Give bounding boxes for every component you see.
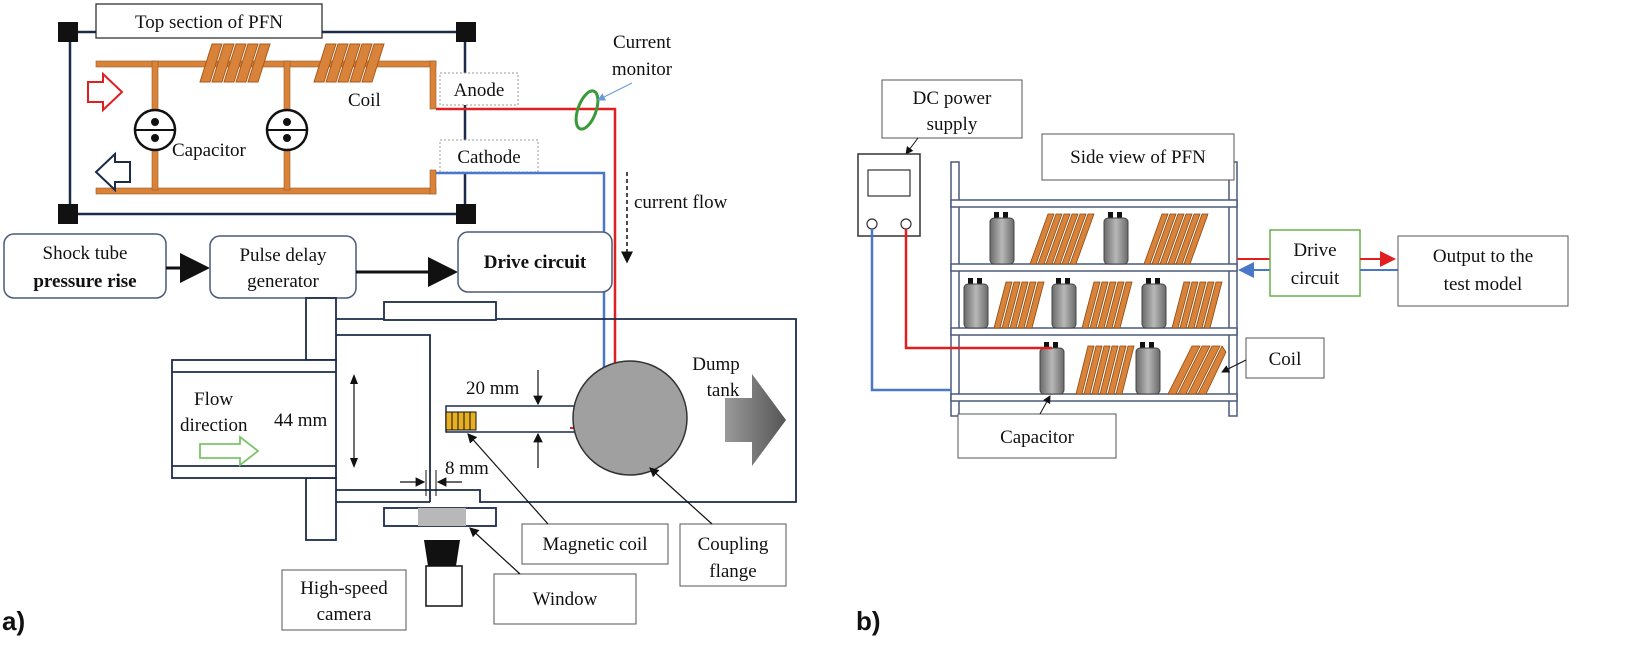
dump-tank-label-2: tank <box>707 380 740 401</box>
camera-callout-box <box>281 569 407 631</box>
current-monitor-icon <box>574 89 600 131</box>
dim-20-label: 20 mm <box>466 378 520 399</box>
pfn-coil-label: Coil <box>348 90 381 111</box>
shock-tube-label-2: pressure rise <box>33 271 136 292</box>
window-label: Window <box>533 589 598 610</box>
coupling-flange-label-1: Coupling <box>698 534 769 555</box>
dc-power-supply-icon <box>857 153 921 237</box>
side-view-callout-box <box>1041 133 1235 181</box>
dc-red-wire <box>904 229 1052 350</box>
magnetic-coil-icon <box>445 411 477 431</box>
dc-power-callout-box <box>881 79 1023 139</box>
rack-capacitor <box>1039 342 1065 395</box>
pfn-capacitor-1 <box>133 108 177 152</box>
dc-blue-wire <box>870 229 951 392</box>
shock-tube-box <box>3 233 167 299</box>
coupling-flange-disc <box>572 360 688 476</box>
output-label-2: test model <box>1444 274 1523 295</box>
dump-tank-label-1: Dump <box>692 354 740 375</box>
rack-capacitor <box>963 278 989 329</box>
rack-capacitor <box>1141 278 1167 329</box>
rack-coil <box>1029 213 1095 265</box>
drive-circuit-label-b-2: circuit <box>1291 268 1340 289</box>
blue-out-arrow <box>94 151 131 193</box>
window-callout-box <box>493 573 637 625</box>
rack-coil <box>1167 345 1227 395</box>
drive-circuit-box-b <box>1269 229 1361 297</box>
cathode-box <box>439 139 539 173</box>
shelf-2-items <box>963 278 1223 329</box>
pfn-title-box <box>95 3 323 39</box>
pfn-bus-bars <box>95 60 437 195</box>
current-monitor-label-2: monitor <box>612 59 673 80</box>
shock-tube-assembly <box>171 297 797 541</box>
capacitor-pointer-b <box>1039 395 1051 415</box>
magnetic-coil-label: Magnetic coil <box>543 534 648 555</box>
coil-callout-box-b <box>1245 337 1325 379</box>
magnetic-coil-pointer <box>467 433 549 525</box>
coupling-flange-label-2: flange <box>709 561 756 582</box>
pfn-capacitor-2 <box>265 108 309 152</box>
drive-circuit-label-a: Drive circuit <box>484 252 587 273</box>
camera-icon <box>424 540 463 607</box>
rack-coil <box>1143 213 1209 265</box>
output-label-1: Output to the <box>1433 246 1533 267</box>
capacitor-label-b: Capacitor <box>1000 427 1075 448</box>
current-monitor-label-1: Current <box>613 32 672 53</box>
rack-coil <box>1075 345 1135 395</box>
pfn-coil-1 <box>199 43 271 83</box>
rack-coil <box>1081 281 1133 329</box>
pfn-capacitor-label: Capacitor <box>172 140 247 161</box>
flow-direction-label-2: direction <box>180 415 248 436</box>
rack-coil <box>993 281 1045 329</box>
dim-44-arrow-bottom <box>350 458 358 468</box>
dump-tank-arrow <box>725 374 786 466</box>
shelf-3-items <box>1039 342 1227 395</box>
shock-tube-label-1: Shock tube <box>43 243 128 264</box>
rack-capacitor <box>989 212 1015 265</box>
coupling-flange-pointer <box>649 467 713 525</box>
coil-pointer-b <box>1221 359 1247 373</box>
panel-a-tag: a) <box>2 606 25 636</box>
window-pointer <box>469 527 521 575</box>
window-glass <box>418 508 466 526</box>
pulse-delay-label-2: generator <box>247 271 319 292</box>
drive-circuit-label-b-1: Drive <box>1293 240 1336 261</box>
coupling-flange-callout-box <box>679 523 787 587</box>
anode-label: Anode <box>454 80 505 101</box>
dim-44-arrow-top <box>350 374 358 384</box>
dc-power-label-2: supply <box>927 114 978 135</box>
current-flow-label: current flow <box>634 192 728 213</box>
camera-label-2: camera <box>317 604 372 625</box>
red-in-arrow <box>87 71 124 113</box>
pfn-title: Top section of PFN <box>135 12 283 33</box>
pfn-rack <box>950 161 1238 417</box>
drive-circuit-box-a <box>457 231 613 293</box>
rack-coil <box>1171 281 1223 329</box>
flow-direction-label-1: Flow <box>194 389 233 410</box>
cathode-label: Cathode <box>457 147 520 168</box>
shelf-1-items <box>989 212 1209 265</box>
camera-label-1: High-speed <box>300 578 388 599</box>
coil-label-b: Coil <box>1269 349 1302 370</box>
flow-direction-arrow <box>199 435 260 467</box>
side-view-label: Side view of PFN <box>1070 147 1206 168</box>
dc-power-label-1: DC power <box>913 88 992 109</box>
panel-b-tag: b) <box>856 606 881 636</box>
magnetic-coil-callout-box <box>521 523 669 565</box>
dc-power-pointer <box>905 137 919 155</box>
anode-box <box>439 72 519 106</box>
pulse-delay-box <box>209 235 357 299</box>
rack-capacitor <box>1135 342 1161 395</box>
dim-8-label: 8 mm <box>445 458 489 479</box>
rack-capacitor <box>1103 212 1129 265</box>
output-box <box>1397 235 1569 307</box>
current-monitor-pointer <box>597 82 633 101</box>
capacitor-callout-box-b <box>957 413 1117 459</box>
dim-44-label: 44 mm <box>274 410 328 431</box>
pulse-delay-label-1: Pulse delay <box>239 245 327 266</box>
rack-capacitor <box>1051 278 1077 329</box>
pfn-coil-2 <box>313 43 385 83</box>
